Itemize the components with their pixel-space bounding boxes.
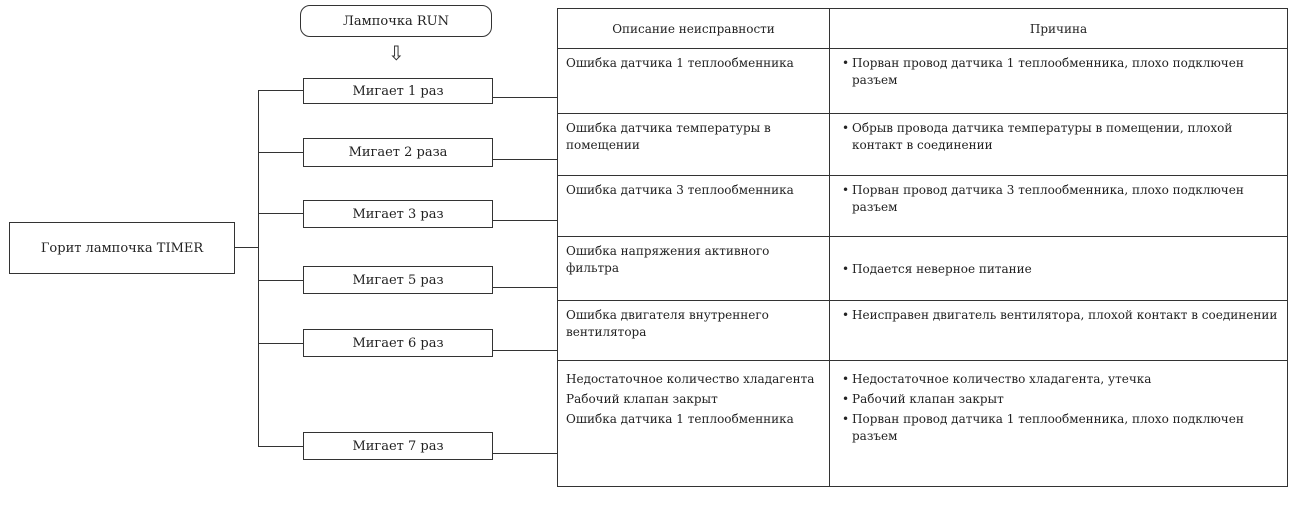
table-header-row: Описание неисправности Причина <box>557 8 1288 49</box>
table-row: Ошибка датчика 3 теплообменника Порван п… <box>557 175 1288 237</box>
run-lamp-label: Лампочка RUN <box>343 13 449 29</box>
cause-text: Порван провод датчика 3 теплообменника, … <box>838 182 1279 216</box>
branch-line-1 <box>258 90 303 91</box>
cause-cell: Подается неверное питание <box>829 236 1288 301</box>
cause-text: Порван провод датчика 1 теплообменника, … <box>838 411 1279 445</box>
blink-label: Мигает 3 раз <box>352 206 444 222</box>
description-text: Ошибка датчика 1 теплообменника <box>566 412 794 426</box>
description-text: Ошибка двигателя внутреннего вентилятора <box>566 308 769 339</box>
branch-line-2 <box>258 152 303 153</box>
blink-label: Мигает 1 раз <box>352 83 444 99</box>
description-cell: Ошибка датчика температуры в помещении <box>557 113 830 176</box>
fault-table: Описание неисправности Причина Ошибка да… <box>557 8 1288 487</box>
description-text: Ошибка датчика температуры в помещении <box>566 121 771 152</box>
blink-label: Мигает 2 раза <box>348 145 448 160</box>
blink-box-5: Мигает 5 раз <box>303 266 493 294</box>
blink-box-3: Мигает 3 раз <box>303 200 493 228</box>
blink-box-1: Мигает 1 раз <box>303 78 493 104</box>
blink-label: Мигает 6 раз <box>352 335 444 351</box>
description-cell: Недостаточное количество хладагента Рабо… <box>557 360 830 487</box>
cause-cell: Недостаточное количество хладагента, уте… <box>829 360 1288 487</box>
cause-cell: Обрыв провода датчика температуры в поме… <box>829 113 1288 176</box>
description-cell: Ошибка двигателя внутреннего вентилятора <box>557 300 830 361</box>
description-cell: Ошибка датчика 3 теплообменника <box>557 175 830 237</box>
description-text: Ошибка датчика 1 теплообменника <box>566 56 794 70</box>
table-row: Ошибка датчика 1 теплообменника Порван п… <box>557 48 1288 114</box>
row-connector-3 <box>493 220 557 221</box>
cause-text: Обрыв провода датчика температуры в поме… <box>838 120 1279 154</box>
row-connector-2 <box>493 159 557 160</box>
blink-label: Мигает 5 раз <box>352 272 444 288</box>
row-connector-1 <box>493 97 557 98</box>
timer-lamp-box: Горит лампочка TIMER <box>9 222 235 274</box>
header-cause: Причина <box>829 8 1288 49</box>
row-connector-7 <box>493 453 557 454</box>
blink-label: Мигает 7 раз <box>352 438 444 454</box>
cause-cell: Неисправен двигатель вентилятора, плохой… <box>829 300 1288 361</box>
branch-line-6 <box>258 343 303 344</box>
cause-cell: Порван провод датчика 3 теплообменника, … <box>829 175 1288 237</box>
description-text: Ошибка напряжения активного фильтра <box>566 244 770 275</box>
cause-text: Недостаточное количество хладагента, уте… <box>838 371 1279 388</box>
branch-vertical-line <box>258 90 259 447</box>
timer-lamp-label: Горит лампочка TIMER <box>40 240 204 256</box>
cause-cell: Порван провод датчика 1 теплообменника, … <box>829 48 1288 114</box>
description-cell: Ошибка датчика 1 теплообменника <box>557 48 830 114</box>
table-row: Ошибка датчика температуры в помещении О… <box>557 113 1288 176</box>
description-text: Недостаточное количество хладагента <box>566 372 815 386</box>
table-row: Недостаточное количество хладагента Рабо… <box>557 360 1288 487</box>
table-row: Ошибка двигателя внутреннего вентилятора… <box>557 300 1288 361</box>
cause-text: Неисправен двигатель вентилятора, плохой… <box>838 307 1279 324</box>
row-connector-6 <box>493 350 557 351</box>
cause-text: Подается неверное питание <box>838 261 1279 278</box>
row-connector-5 <box>493 287 557 288</box>
blink-box-6: Мигает 6 раз <box>303 329 493 357</box>
cause-text: Порван провод датчика 1 теплообменника, … <box>838 55 1279 89</box>
table-row: Ошибка напряжения активного фильтра Пода… <box>557 236 1288 301</box>
timer-connector-line <box>235 247 258 248</box>
description-text: Рабочий клапан закрыт <box>566 392 718 406</box>
cause-text: Рабочий клапан закрыт <box>838 391 1279 408</box>
run-lamp-box: Лампочка RUN <box>300 5 492 37</box>
blink-box-7: Мигает 7 раз <box>303 432 493 460</box>
description-text: Ошибка датчика 3 теплообменника <box>566 183 794 197</box>
header-description: Описание неисправности <box>557 8 830 49</box>
down-arrow-icon: ⇩ <box>388 41 405 65</box>
branch-line-3 <box>258 213 303 214</box>
branch-line-7 <box>258 446 303 447</box>
branch-line-5 <box>258 280 303 281</box>
description-cell: Ошибка напряжения активного фильтра <box>557 236 830 301</box>
blink-box-2: Мигает 2 раза <box>303 138 493 167</box>
